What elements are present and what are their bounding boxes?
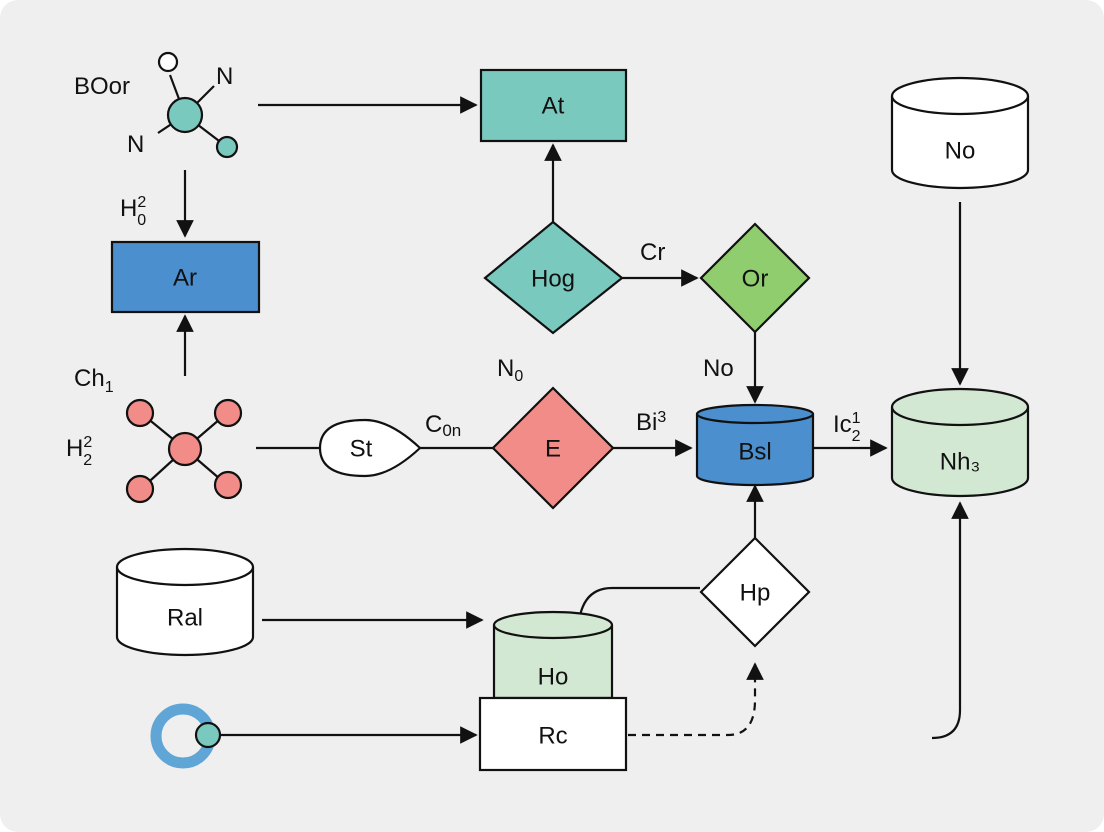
label-bi3: Bi3 (636, 409, 666, 436)
node-bsl-label: Bsl (738, 439, 771, 466)
edge-rc-to-hp-dashed (628, 662, 764, 737)
node-hp-label: Hp (740, 580, 771, 607)
node-e-label: E (545, 436, 561, 463)
node-rc (478, 696, 628, 772)
label-no: No (703, 355, 734, 382)
molecule-top: BOor N N (74, 51, 239, 159)
node-nh3: Nh₃ (890, 387, 1030, 498)
node-or (699, 222, 811, 334)
node-e (491, 386, 615, 510)
label-c0n: C0n (425, 411, 461, 440)
molecule2-center-atom (167, 431, 203, 467)
label-n-left: N (127, 131, 144, 158)
node-ar (110, 240, 261, 314)
node-hog (483, 220, 624, 335)
node-ar-label: Ar (173, 265, 197, 292)
molecule2-atom-tr (213, 398, 243, 428)
node-hog-label: Hog (531, 266, 575, 293)
node-at-label: At (542, 93, 565, 120)
edges (176, 96, 969, 744)
molecule-center-atom (166, 96, 204, 134)
node-at (479, 68, 628, 143)
node-bsl: Bsl (695, 403, 815, 487)
node-ral: Ral (115, 547, 255, 657)
ring-node-atom (194, 721, 222, 749)
molecule-atom-small (215, 135, 239, 159)
ring-source (150, 703, 222, 769)
node-nh3-label: Nh₃ (940, 449, 980, 476)
node-no-db-label: No (945, 138, 976, 165)
label-n0: N0 (497, 355, 523, 385)
molecule2-atom-bl (125, 474, 155, 504)
label-ch1: Ch1 (74, 365, 114, 396)
node-no-db: No (890, 76, 1030, 190)
molecule-atom-o (157, 51, 179, 73)
node-or-label: Or (742, 266, 769, 293)
label-cr: Cr (640, 239, 665, 266)
edge-bottom-to-nh3 (931, 501, 969, 740)
molecule2-atom-br (213, 470, 243, 500)
label-n-top: N (216, 63, 233, 90)
molecule-middle (125, 398, 243, 504)
node-hp (699, 536, 811, 648)
node-ral-label: Ral (167, 605, 203, 632)
node-rc-label: Rc (538, 723, 567, 750)
molecule2-atom-tl (125, 398, 155, 428)
node-st (318, 418, 422, 478)
node-ho: Ho (492, 610, 614, 700)
label-boor: BOor (74, 73, 130, 100)
node-st-label: St (350, 436, 373, 463)
node-ho-label: Ho (538, 664, 569, 691)
